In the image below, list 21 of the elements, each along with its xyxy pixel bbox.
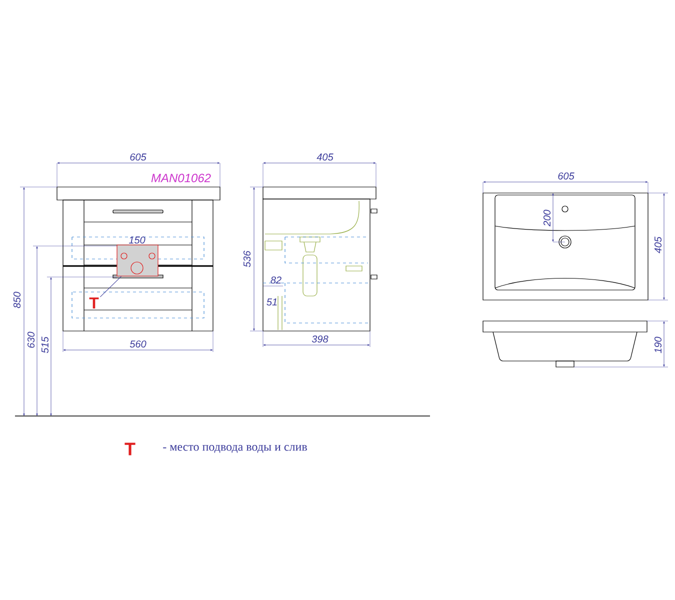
dimension-label: 200: [543, 210, 551, 226]
dimension-label: 405: [316, 153, 334, 161]
dimension-label: 82: [270, 276, 282, 284]
dimension-label: 398: [312, 335, 328, 343]
dimension-label: 850: [13, 292, 21, 308]
dimension-label: 150: [128, 236, 146, 244]
legend-text: - место подвода воды и слив: [163, 445, 307, 453]
model-code: MAN01062: [151, 174, 211, 182]
outlet-marker: T: [89, 298, 99, 308]
dimension-label: 605: [558, 172, 574, 180]
dimension-label: 515: [42, 336, 48, 354]
outlet-marker: T: [124, 442, 136, 456]
dimension-label: 51: [266, 298, 277, 306]
dimension-label: 630: [27, 332, 35, 348]
dimension-label: 536: [243, 250, 251, 268]
dimension-label: 605: [130, 153, 146, 161]
leader-line: [100, 276, 122, 298]
dimension-label: 405: [654, 236, 662, 254]
dimension-label: 560: [130, 340, 146, 348]
dimension-label: 190: [654, 336, 662, 354]
connection-panel: [116, 244, 158, 276]
